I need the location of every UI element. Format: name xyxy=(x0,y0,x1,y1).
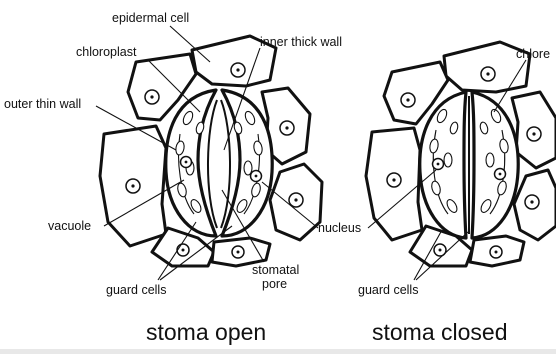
nucleus xyxy=(433,159,444,170)
nucleus xyxy=(251,171,262,182)
nucleus xyxy=(145,90,159,104)
label-guard-cells-left: guard cells xyxy=(106,283,166,297)
label-outer-thin-wall: outer thin wall xyxy=(4,97,81,111)
caption-stoma-closed: stoma closed xyxy=(372,319,508,345)
nucleus xyxy=(232,246,244,258)
nucleus xyxy=(525,195,539,209)
nucleus xyxy=(387,173,401,187)
stoma-closed-illustration xyxy=(366,42,556,266)
nucleus xyxy=(231,63,245,77)
nucleus xyxy=(401,93,415,107)
label-vacuole: vacuole xyxy=(48,219,91,233)
label-chloroplast: chloroplast xyxy=(76,45,137,59)
label-inner-thick-wall: inner thick wall xyxy=(260,35,342,49)
label-stomatal: stomatal xyxy=(252,263,299,277)
label-guard-cells-right: guard cells xyxy=(358,283,418,297)
nucleus xyxy=(481,67,495,81)
nucleus xyxy=(177,244,189,256)
nucleus xyxy=(181,157,192,168)
stoma-open-illustration xyxy=(100,36,322,266)
stomatal-pore xyxy=(208,100,230,228)
nucleus xyxy=(280,121,294,135)
label-epidermal-cell: epidermal cell xyxy=(112,11,189,25)
nucleus xyxy=(495,169,506,180)
label-chloroplast-right: chlore xyxy=(516,47,550,61)
nucleus xyxy=(126,179,140,193)
nucleus xyxy=(289,193,303,207)
nucleus xyxy=(527,127,541,141)
nucleus xyxy=(490,246,502,258)
bottom-strip xyxy=(0,349,556,354)
label-nucleus: nucleus xyxy=(318,221,361,235)
caption-stoma-open: stoma open xyxy=(146,319,266,345)
label-pore: pore xyxy=(262,277,287,291)
